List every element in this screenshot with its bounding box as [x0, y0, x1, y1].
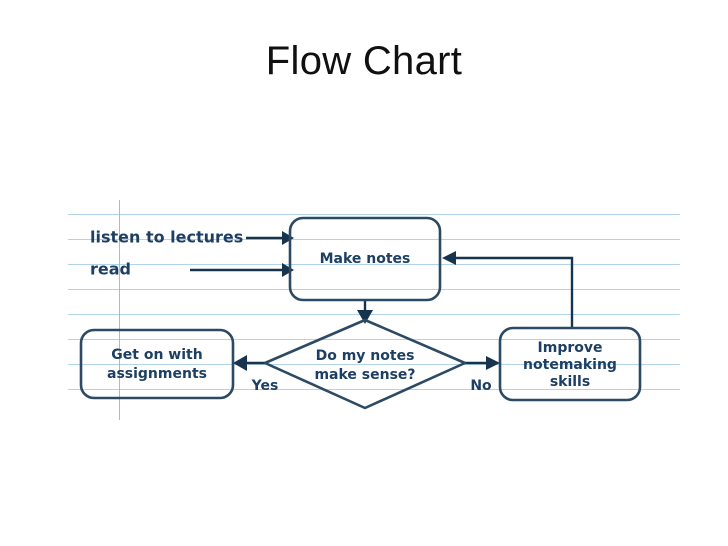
notebook-ruled-lines [68, 200, 680, 420]
edge-listen-to-make-notes [246, 231, 294, 245]
edge-decision-yes-to-assignments [233, 355, 265, 371]
edge-label-yes: Yes [251, 378, 279, 394]
edge-read-to-make-notes [190, 263, 294, 277]
edge-make-notes-to-decision [357, 300, 373, 324]
node-decision-label-line1: Do my notes [316, 348, 415, 364]
flowchart-svg: Make notes Do my notes make sense? Get o… [79, 216, 642, 410]
node-assignments[interactable]: Get on with assignments [79, 328, 235, 400]
edge-improve-to-make-notes-feedback [442, 251, 574, 328]
node-assignments-label-line1: Get on with [111, 347, 202, 363]
edge-decision-no-to-improve [465, 356, 500, 370]
node-decision[interactable]: Do my notes make sense? [263, 318, 467, 410]
node-decision-label-line2: make sense? [314, 367, 415, 383]
node-make-notes[interactable]: Make notes [288, 216, 442, 302]
node-improve-label-line2: notemaking [523, 357, 617, 373]
node-make-notes-label: Make notes [320, 251, 411, 267]
node-improve[interactable]: Improve notemaking skills [498, 326, 642, 402]
page-title: Flow Chart [265, 39, 463, 83]
node-assignments-label-line2: assignments [107, 366, 207, 382]
flowchart-image: Make notes Do my notes make sense? Get o… [68, 200, 680, 420]
node-improve-label-line3: skills [550, 374, 590, 390]
edge-label-no: No [470, 378, 492, 394]
source-label-read: read [90, 260, 131, 279]
node-improve-label-line1: Improve [538, 340, 603, 356]
notebook-margin-line [119, 200, 120, 420]
source-label-listen-to-lectures: listen to lectures [90, 228, 243, 247]
